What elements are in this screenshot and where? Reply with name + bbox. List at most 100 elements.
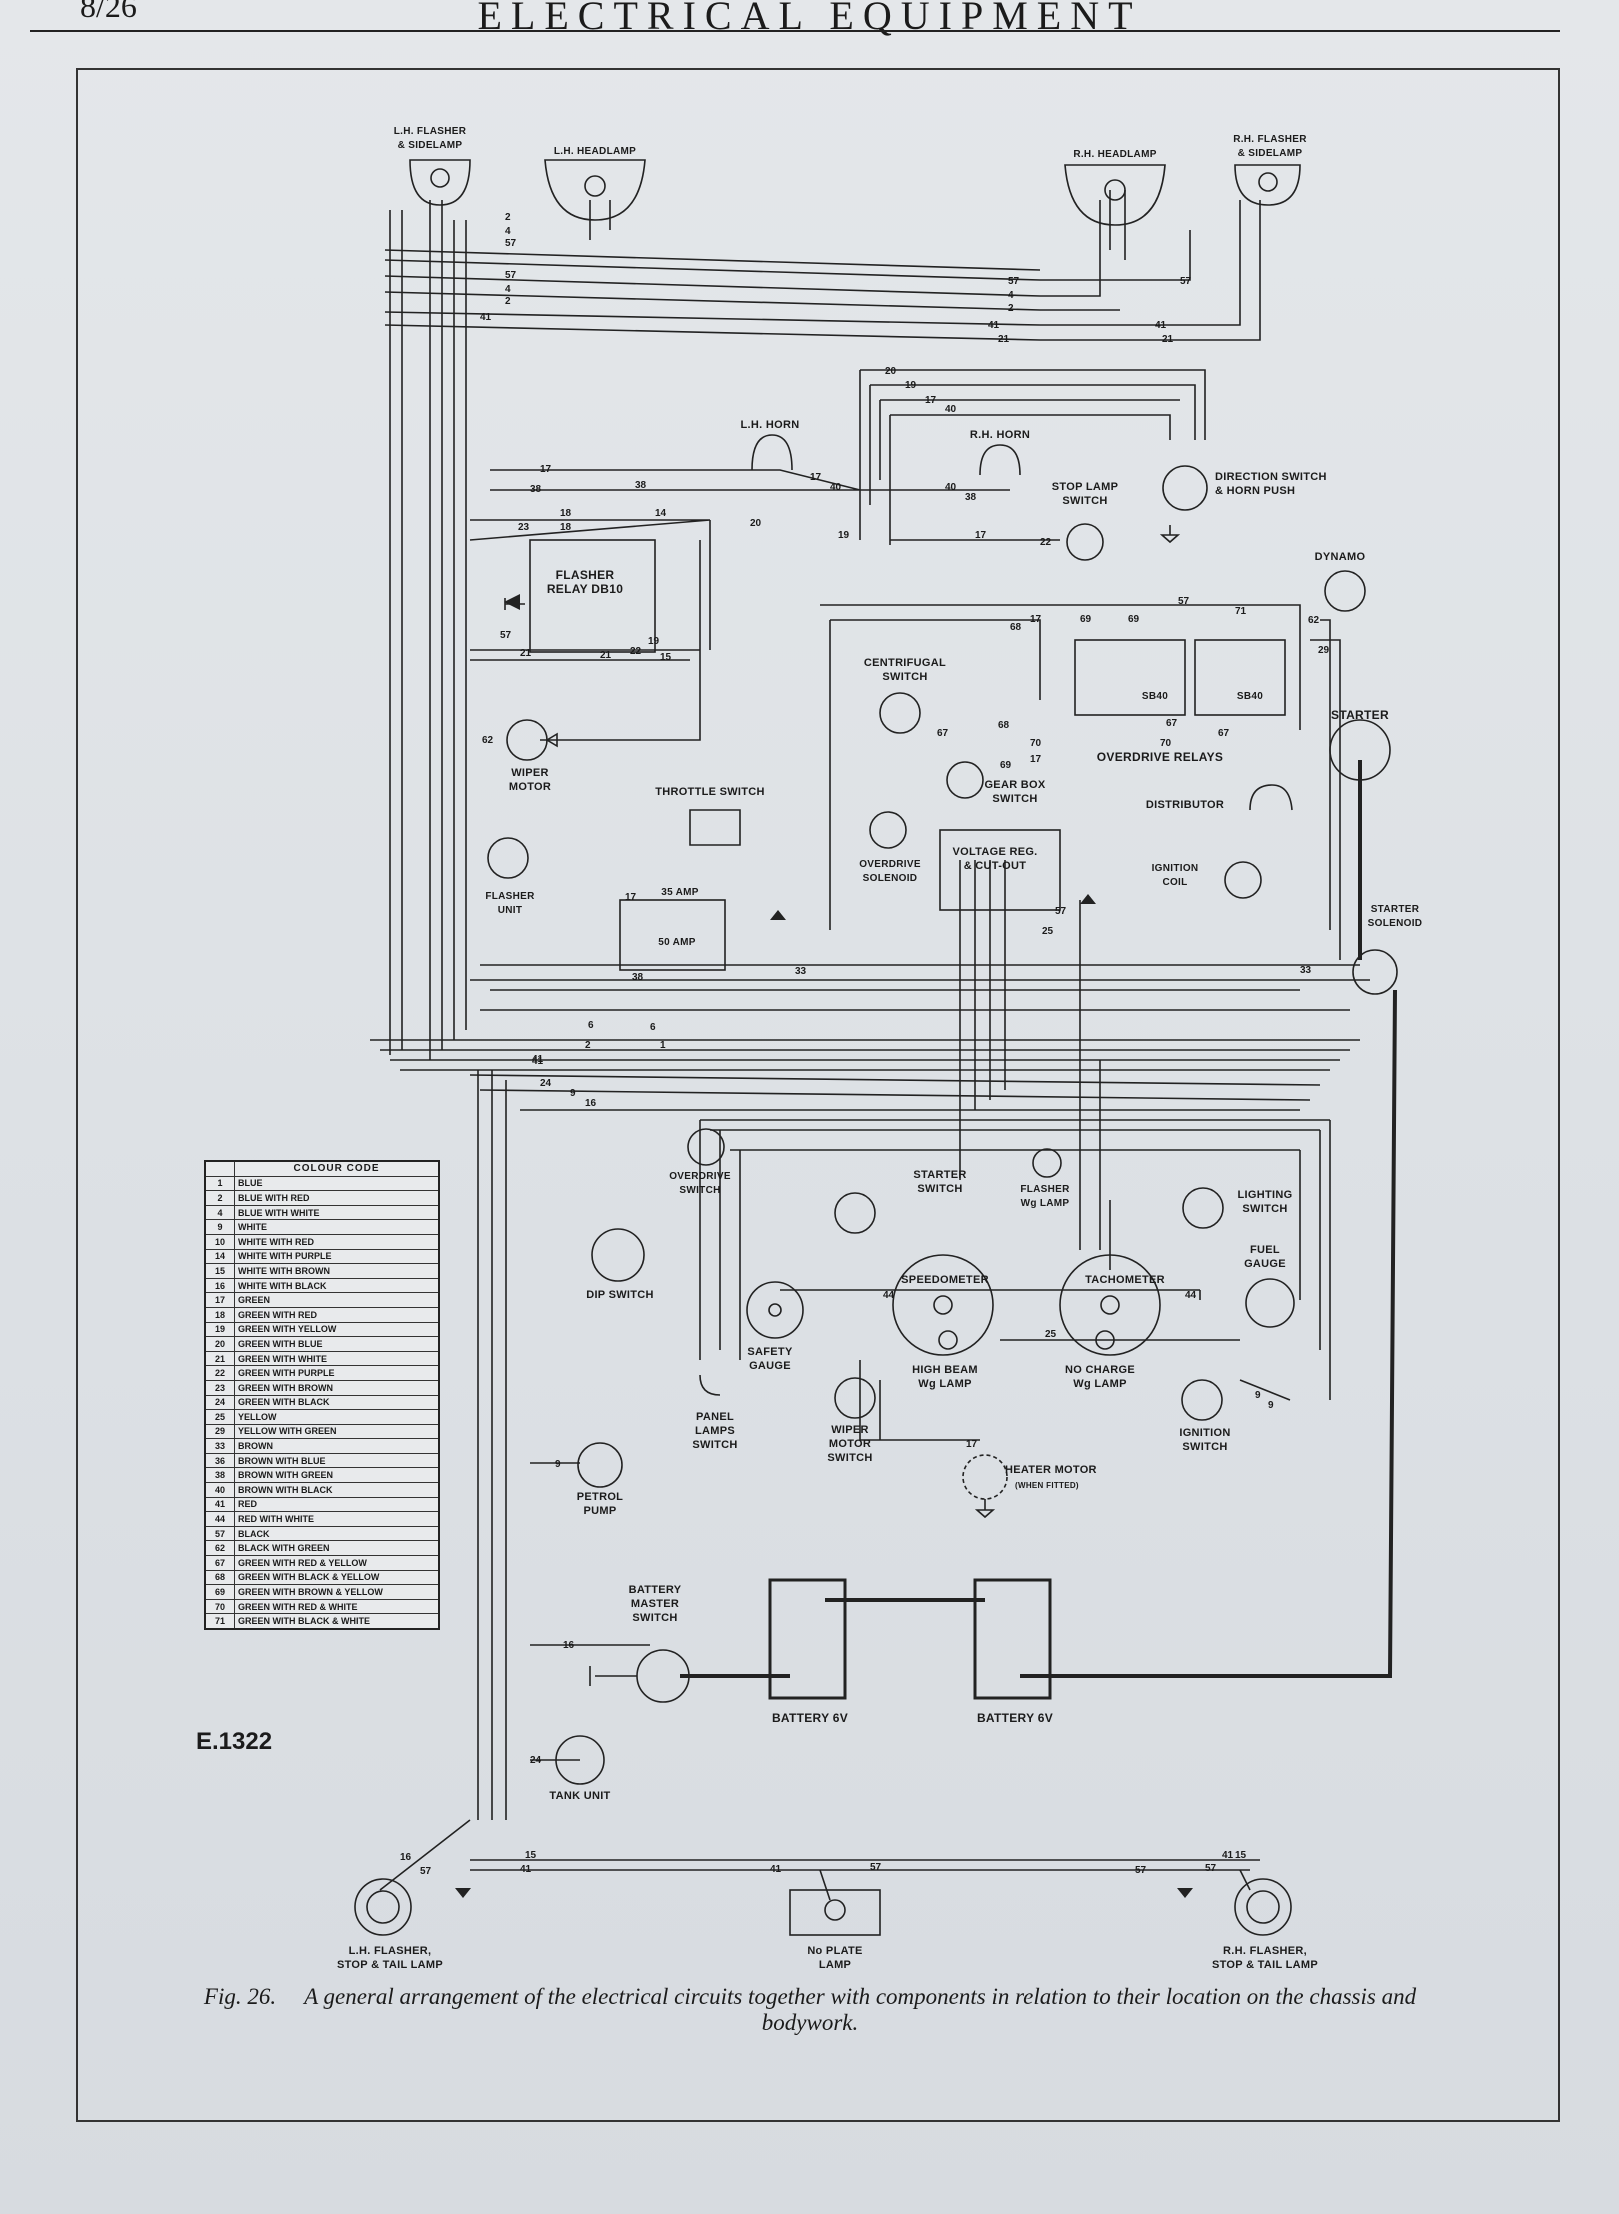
fuel-gauge-label: FUEL GAUGE: [1244, 1244, 1286, 1270]
rh-horn-label: R.H. HORN: [969, 429, 1031, 441]
colour-code-number: 67: [204, 1555, 235, 1571]
wire-label: 18: [560, 522, 572, 533]
page-number: 8/26: [80, 0, 137, 24]
colour-code-colour: GREEN WITH RED & YELLOW: [234, 1555, 440, 1571]
colour-code-number: 41: [204, 1496, 235, 1513]
wire-label: 14: [655, 508, 667, 519]
wire-label: 70: [1030, 738, 1042, 749]
colour-code-number: 57: [204, 1525, 235, 1542]
colour-code-number: 25: [204, 1409, 235, 1425]
wire-label: 9: [1255, 1390, 1261, 1401]
wire-label: 57: [505, 238, 517, 249]
wire-label: 19: [905, 380, 917, 391]
high-beam-lamp-label: HIGH BEAM Wg LAMP: [912, 1364, 978, 1390]
wire-label: 17: [810, 472, 822, 483]
colour-code-number: 62: [204, 1540, 235, 1557]
wire-label: 24: [530, 1755, 542, 1766]
wire-label: 57: [505, 270, 517, 281]
colour-code-number: 69: [204, 1584, 235, 1600]
colour-code-number: 71: [204, 1613, 235, 1630]
voltage-reg-symbol: [939, 829, 1061, 911]
fuse-35-label: 35 AMP: [661, 887, 699, 898]
wire-label: 69: [1128, 614, 1140, 625]
colour-code-colour: BROWN WITH GREEN: [234, 1467, 440, 1484]
wire-label: 33: [795, 966, 807, 977]
petrol-pump-symbol: [577, 1442, 623, 1488]
wire-label: 24: [540, 1078, 552, 1089]
overdrive-relays-symbol: [1074, 639, 1286, 716]
distributor-symbol: [1249, 784, 1293, 811]
wire-label: 41: [770, 1864, 782, 1875]
colour-code-colour: WHITE WITH PURPLE: [234, 1248, 440, 1265]
wire-label: 44: [883, 1290, 895, 1301]
flasher-warning-lamp-label: FLASHER Wg LAMP: [1020, 1184, 1070, 1209]
wire-label: 15: [525, 1850, 537, 1861]
wire-label: 21: [600, 650, 612, 661]
fuse-block-symbol: [619, 899, 726, 971]
ignition-switch-symbol: [1181, 1379, 1223, 1421]
wire-label: 4: [505, 226, 511, 237]
colour-code-colour: GREEN WITH RED: [234, 1306, 440, 1323]
distributor-label: DISTRIBUTOR: [1145, 799, 1225, 811]
earth-arrow-icons: [455, 594, 1193, 1898]
colour-code-number: 16: [204, 1277, 235, 1294]
colour-code-colour: GREEN WITH BLUE: [234, 1336, 440, 1352]
speedometer-label: SPEEDOMETER: [901, 1274, 989, 1286]
plate-lamp-symbol: [789, 1889, 881, 1936]
voltage-reg-label: VOLTAGE REG. & CUT-OUT: [952, 846, 1038, 872]
starter-solenoid-symbol: [1352, 949, 1398, 995]
colour-code-colour: BLUE WITH WHITE: [234, 1204, 440, 1221]
figure-id: E.1322: [196, 1728, 273, 1755]
overdrive-solenoid-symbol: [869, 811, 907, 849]
wire-label: 62: [1308, 615, 1320, 626]
lh-horn-symbol: [751, 434, 793, 471]
colour-code-number: 22: [204, 1365, 235, 1381]
colour-code-number: 1: [204, 1175, 235, 1192]
dip-switch-label: DIP SWITCH: [586, 1289, 654, 1301]
colour-code-number: 68: [204, 1569, 235, 1586]
wire-label: 9: [570, 1088, 576, 1099]
wire-label: 9: [555, 1459, 561, 1470]
wire-label: 41: [520, 1864, 532, 1875]
panel-lamps-switch-symbol: [699, 1374, 721, 1396]
colour-code-number: 29: [204, 1423, 235, 1440]
safety-gauge-label: SAFETY GAUGE: [747, 1346, 793, 1372]
ignition-coil-symbol: [1224, 861, 1262, 899]
gearbox-switch-symbol: [946, 761, 984, 799]
wire-label: 2: [505, 296, 511, 307]
throttle-switch-symbol: [689, 809, 741, 846]
wiper-motor-symbol: [506, 719, 558, 761]
wire-label: 41: [988, 320, 1000, 331]
wire-label: 16: [563, 1640, 575, 1651]
rh-sidelamp-symbol: [1234, 164, 1301, 206]
colour-code-colour: WHITE WITH BLACK: [234, 1277, 440, 1294]
wire-label: 23: [518, 522, 530, 533]
wire-label: 20: [750, 518, 762, 529]
wire-label: 70: [1160, 738, 1172, 749]
wire-label: 41: [1222, 1850, 1234, 1861]
rh-rear-lamp-symbol: [1234, 1878, 1292, 1936]
dynamo-label: DYNAMO: [1314, 551, 1366, 563]
wire-label: 17: [925, 395, 937, 406]
direction-switch-symbol: [1159, 465, 1208, 544]
wire-label: 25: [1045, 1329, 1057, 1340]
wire-label: 40: [830, 482, 842, 493]
battery-wires: [680, 760, 1397, 1678]
colour-code-colour: GREEN WITH BLACK & WHITE: [234, 1613, 440, 1630]
colour-code-number: 17: [204, 1292, 235, 1308]
colour-code-colour: GREEN WITH RED & WHITE: [234, 1598, 440, 1615]
wire-label: 17: [625, 892, 637, 903]
colour-code-number: 23: [204, 1379, 235, 1396]
